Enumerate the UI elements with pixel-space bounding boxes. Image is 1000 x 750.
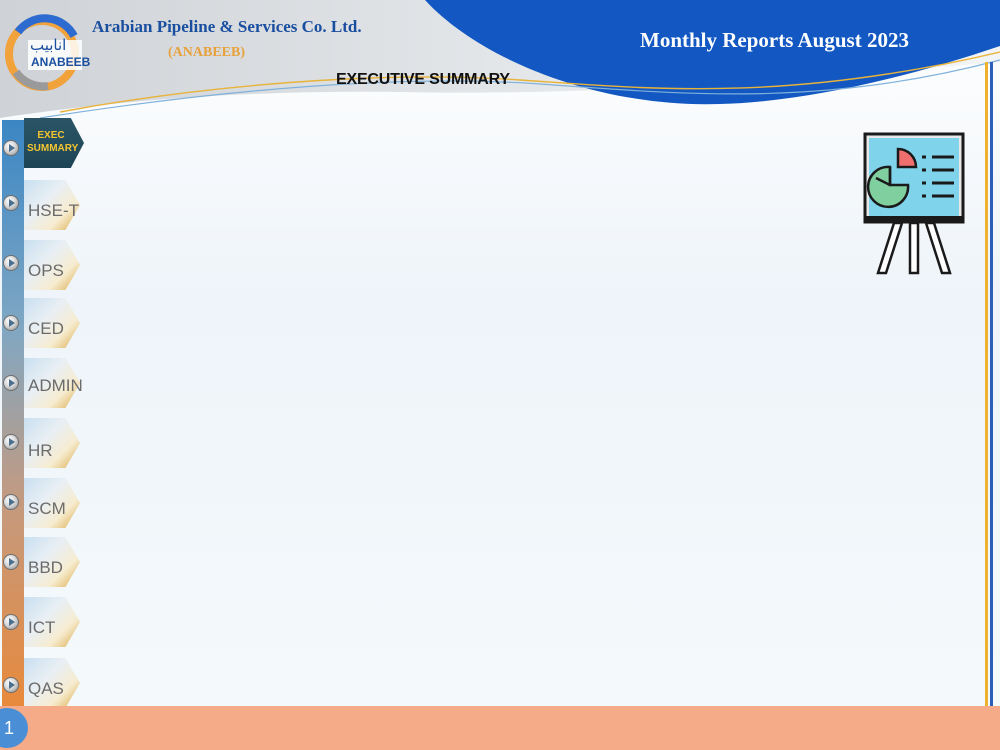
nav-item-ops[interactable]: OPS (0, 240, 84, 292)
logo-arabic-text: انابيب (30, 36, 67, 54)
nav-label: QAS (28, 679, 64, 698)
report-title: Monthly Reports August 2023 (640, 28, 909, 52)
play-circle-icon (3, 315, 19, 331)
play-circle-icon (3, 255, 19, 271)
company-short-name: (ANABEEB) (168, 45, 246, 60)
company-name: Arabian Pipeline & Services Co. Ltd. (92, 17, 362, 36)
nav-label: CED (28, 319, 64, 338)
nav-item-hr[interactable]: HR (0, 418, 84, 470)
right-accent-line-orange (985, 62, 988, 707)
nav-label: BBD (28, 558, 63, 577)
presentation-board-icon (863, 132, 965, 275)
footer-bar (0, 706, 1000, 750)
page-number: 1 (0, 708, 28, 748)
play-circle-icon (3, 614, 19, 630)
nav-label: ADMIN (28, 376, 83, 395)
right-accent-line-blue (990, 62, 993, 707)
nav-tab-shape (24, 118, 84, 168)
nav-item-ced[interactable]: CED (0, 298, 84, 350)
nav-label: ICT (28, 618, 56, 637)
nav-item-scm[interactable]: SCM (0, 478, 84, 530)
nav-label: HSE-T (28, 201, 79, 220)
play-circle-icon (3, 140, 19, 156)
nav-item-hse-t[interactable]: HSE-T (0, 180, 84, 232)
nav-label: HR (28, 441, 53, 460)
play-circle-icon (3, 375, 19, 391)
company-logo (5, 14, 82, 91)
play-circle-icon (3, 195, 19, 211)
nav-item-exec-summary[interactable]: EXEC SUMMARY (0, 118, 84, 170)
nav-item-bbd[interactable]: BBD (0, 537, 84, 589)
nav-label: EXEC SUMMARY (27, 130, 79, 154)
nav-label: OPS (28, 261, 64, 280)
nav-item-admin[interactable]: ADMIN (0, 358, 84, 410)
logo-text: ANABEEB (31, 55, 91, 69)
play-circle-icon (3, 677, 19, 693)
play-circle-icon (3, 494, 19, 510)
play-circle-icon (3, 434, 19, 450)
page-title: EXECUTIVE SUMMARY (336, 71, 510, 88)
nav-item-ict[interactable]: ICT (0, 597, 84, 649)
nav-label: SCM (28, 499, 66, 518)
nav-item-qas[interactable]: QAS (0, 658, 84, 710)
play-circle-icon (3, 554, 19, 570)
